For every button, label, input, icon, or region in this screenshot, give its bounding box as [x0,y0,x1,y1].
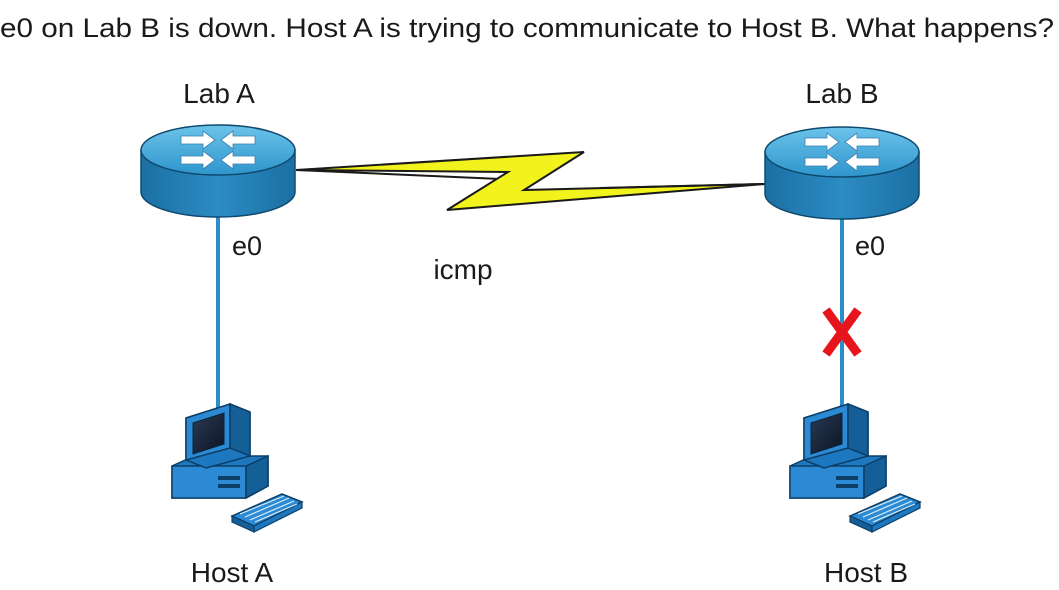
lab-a-label: Lab A [183,78,255,109]
serial-link-left [295,169,523,181]
host-b-label: Host B [824,557,908,588]
lab-b-label: Lab B [805,78,878,109]
x-mark-icon [822,307,862,357]
host-b-workstation-icon [789,403,921,533]
lab-a-interface-label: e0 [232,231,262,261]
lab-a-router-icon [140,124,296,218]
serial-bolt-icon [295,151,766,211]
host-a-label: Host A [191,557,274,588]
host-a-workstation-icon [171,403,303,533]
question-text: e0 on Lab B is down. Host A is trying to… [0,13,1054,43]
lab-b-interface-label: e0 [855,231,885,261]
lab-b-router-icon [764,126,920,220]
link-protocol-label: icmp [433,254,492,285]
serial-link-right [599,183,766,189]
